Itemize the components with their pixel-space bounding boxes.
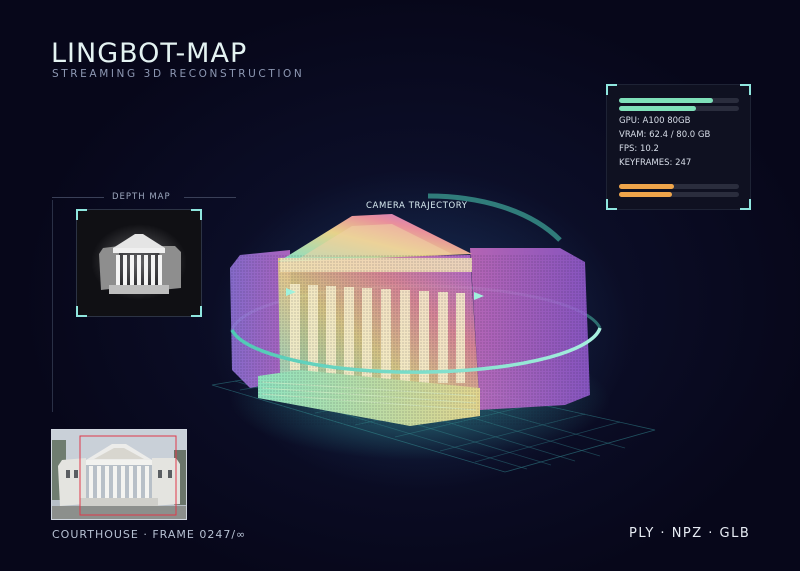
app-title: LINGBOT-MAP (51, 38, 248, 69)
corner-bracket (76, 209, 87, 220)
corner-bracket (606, 199, 617, 210)
load-bar-fill (619, 184, 675, 189)
trajectory-arrow-icon (474, 292, 484, 300)
source-frame-image (52, 430, 186, 519)
divider (52, 197, 104, 198)
orbit-ring-front (230, 327, 602, 374)
usage-bar (619, 106, 739, 111)
depth-map-label: DEPTH MAP (112, 192, 171, 202)
corner-bracket (191, 306, 202, 317)
app-subtitle: STREAMING 3D RECONSTRUCTION (52, 68, 305, 80)
usage-bar-fill (619, 106, 696, 111)
corner-bracket (191, 209, 202, 220)
side-rail (52, 200, 53, 412)
frame-caption: COURTHOUSE · FRAME 0247/∞ (52, 528, 247, 541)
gpu-stats-panel: GPU: A100 80GB VRAM: 62.4 / 80.0 GB FPS:… (606, 84, 751, 210)
corner-bracket (606, 84, 617, 95)
load-bar-fill (619, 192, 672, 197)
corner-bracket (740, 199, 751, 210)
gpu-label: GPU: A100 80GB (619, 116, 691, 126)
export-formats[interactable]: PLY · NPZ · GLB (629, 526, 751, 541)
fps-label: FPS: 10.2 (619, 144, 659, 154)
corner-bracket (740, 84, 751, 95)
depth-map-preview[interactable] (76, 209, 202, 317)
keyframes-label: KEYFRAMES: 247 (619, 158, 692, 168)
divider (184, 197, 236, 198)
corner-bracket (76, 306, 87, 317)
depth-map-image (91, 224, 187, 300)
source-frame-thumbnail[interactable] (51, 429, 187, 520)
camera-trajectory-path (427, 193, 562, 242)
vram-label: VRAM: 62.4 / 80.0 GB (619, 130, 711, 140)
load-bar (619, 184, 739, 189)
usage-bar-fill (619, 98, 713, 103)
camera-trajectory-label: CAMERA TRAJECTORY (366, 201, 468, 211)
point-cloud-building (230, 214, 590, 426)
usage-bar (619, 98, 739, 103)
load-bar (619, 192, 739, 197)
trajectory-arrow-icon-2 (286, 288, 296, 296)
